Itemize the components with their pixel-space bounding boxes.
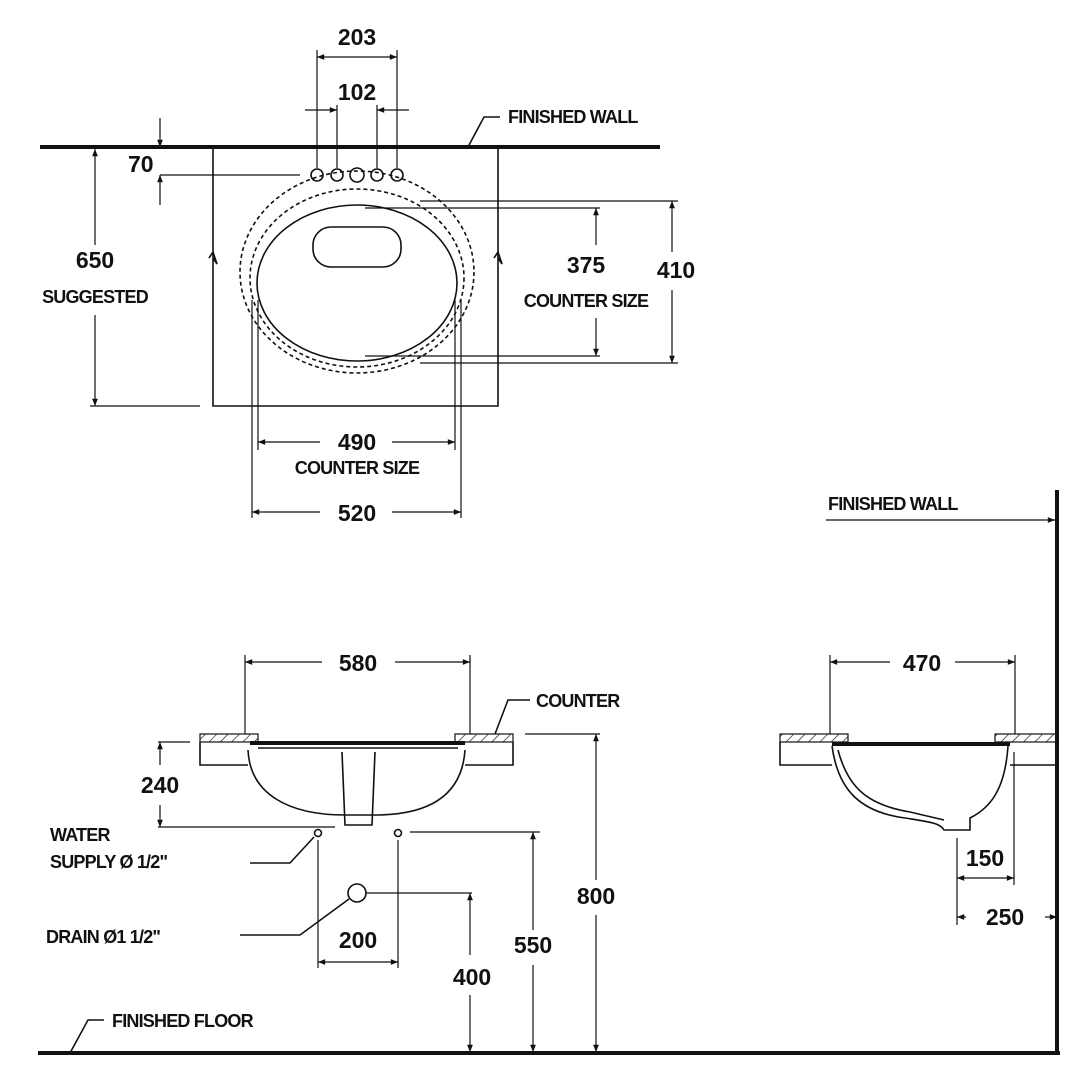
side-basin-inner xyxy=(837,749,945,821)
dim-counter-cutout-width: 490 xyxy=(338,429,376,455)
finished-wall-label: FINISHED WALL xyxy=(508,107,638,127)
dim-side-basin-width: 470 xyxy=(903,650,941,676)
dim-basin-width-outer: 520 xyxy=(338,500,376,526)
water-supply-label-line1: WATER xyxy=(50,825,110,845)
faucet-hole xyxy=(370,168,384,182)
basin-rim-dashed xyxy=(249,188,465,368)
water-supply-leader xyxy=(250,836,315,864)
dim-front-basin-width: 580 xyxy=(339,650,377,676)
dim-counter-height: 800 xyxy=(577,883,615,909)
drain-leader xyxy=(240,898,350,936)
plan-view: FINISHED WALL 203 102 xyxy=(40,24,695,526)
finished-wall-leader xyxy=(467,116,500,148)
break-mark-left xyxy=(208,250,218,265)
side-basin-bowl xyxy=(831,745,1009,831)
dim-drain-height: 400 xyxy=(453,964,491,990)
water-supply-point-right xyxy=(393,828,403,838)
side-counter-hatch-right xyxy=(994,733,1058,743)
dim-front-basin-depth: 240 xyxy=(141,772,179,798)
drain-stem xyxy=(341,751,376,826)
dim-basin-depth-outer: 410 xyxy=(657,257,695,283)
dim-wall-offset: 250 xyxy=(986,904,1024,930)
faucet-hole xyxy=(349,167,365,183)
dim-counter-cutout-depth: 375 xyxy=(567,252,606,278)
finished-floor-leader xyxy=(69,1019,104,1054)
counter-slab-left xyxy=(199,742,248,766)
drain-label: DRAIN Ø1 1/2" xyxy=(46,927,160,947)
counter-slab-right xyxy=(465,742,514,766)
side-finished-wall-label: FINISHED WALL xyxy=(828,494,958,514)
dim-supply-height: 550 xyxy=(514,932,552,958)
water-supply-label-line2: SUPPLY Ø 1/2" xyxy=(50,852,167,872)
faucet-hole xyxy=(330,168,344,182)
basin-bowl xyxy=(256,204,458,362)
dim-faucet-offset: 70 xyxy=(128,151,154,177)
counter-outline xyxy=(212,149,499,407)
dim-suggested-depth: 650 xyxy=(76,247,114,273)
basin-outer-dashed xyxy=(239,170,475,374)
dim-supply-spacing: 200 xyxy=(339,927,377,953)
drain-point xyxy=(347,883,367,903)
faucet-hole xyxy=(390,168,404,182)
counter-hatch-left xyxy=(199,733,259,743)
dim-faucet-span-inner: 102 xyxy=(338,79,376,105)
side-view: FINISHED WALL 470 150 250 xyxy=(779,490,1059,1055)
counter-leader xyxy=(494,699,530,735)
basin-bowl-front xyxy=(247,749,466,816)
side-counter-slab-left xyxy=(779,742,832,766)
break-mark-right xyxy=(493,250,503,265)
counter-hatch-right xyxy=(454,733,514,743)
counter-size-label-bottom: COUNTER SIZE xyxy=(295,458,420,478)
side-counter-hatch-left xyxy=(779,733,849,743)
dim-drain-offset: 150 xyxy=(966,845,1004,871)
overflow-slot xyxy=(312,226,402,268)
front-view: 580 COUNTER 240 WATER SUPPLY Ø 1/2" DRAI… xyxy=(38,650,1060,1055)
faucet-hole xyxy=(310,168,324,182)
dim-faucet-span-outer: 203 xyxy=(338,24,376,50)
counter-size-label-side: COUNTER SIZE xyxy=(524,291,649,311)
water-supply-point-left xyxy=(313,828,323,838)
suggested-label: SUGGESTED xyxy=(42,287,149,307)
finished-floor-label: FINISHED FLOOR xyxy=(112,1011,254,1031)
counter-label: COUNTER xyxy=(536,691,620,711)
